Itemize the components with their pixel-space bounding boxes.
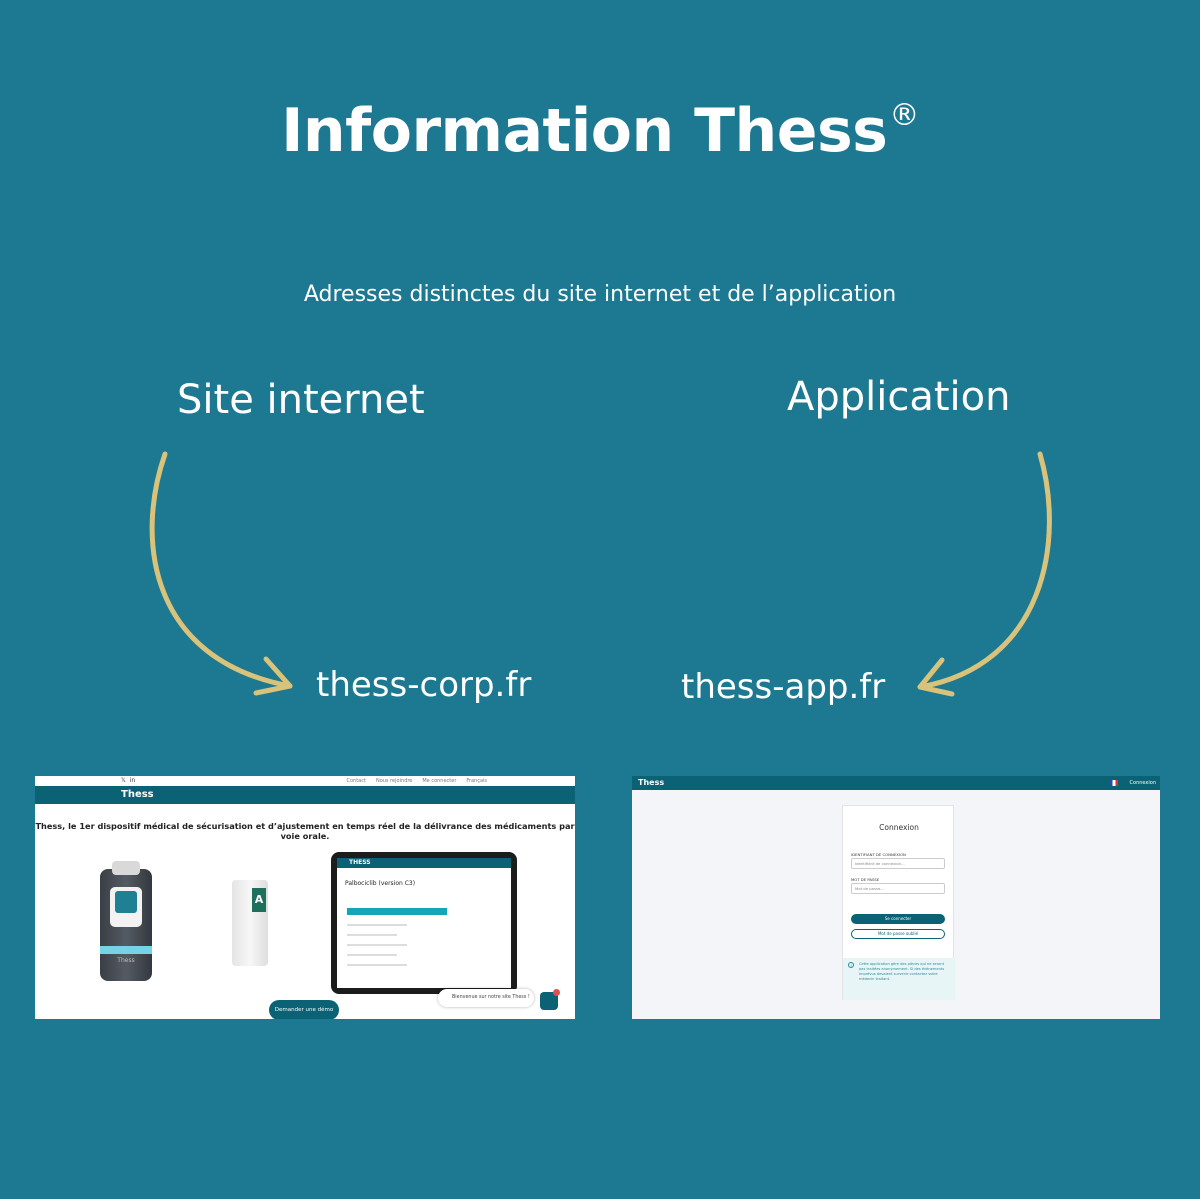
id-input[interactable]: Identifiant de connexion... [851, 858, 945, 869]
login-card: Connexion IDENTIFIANT DE CONNEXION Ident… [842, 805, 955, 1000]
topbar-link-language[interactable]: Français [466, 778, 487, 784]
application-label: Application [787, 374, 1011, 420]
app-screenshot: Thess Connexion Connexion IDENTIFIANT DE… [632, 776, 1160, 1019]
chat-button[interactable] [540, 992, 558, 1010]
login-button[interactable]: Se connecter [851, 914, 945, 924]
thess-device-image: Thess [100, 861, 152, 981]
app-domain[interactable]: thess-app.fr [681, 667, 886, 707]
info-icon: i [848, 962, 854, 968]
password-label: MOT DE PASSE [851, 877, 880, 882]
pill-box-letter: A [252, 888, 266, 912]
website-topbar: 𝕏 in Contact Nous rejoindre Me connecter… [35, 776, 575, 786]
device-logo: Thess [117, 957, 135, 964]
info-notice: i Cette application gère des pièces qui … [843, 958, 955, 1000]
left-arrowhead-icon [253, 656, 293, 696]
id-label: IDENTIFIANT DE CONNEXION [851, 852, 906, 857]
tablet-title: Palbociclib (version C3) [345, 880, 416, 887]
chat-notification-badge [553, 989, 560, 996]
social-icons[interactable]: 𝕏 in [121, 777, 136, 784]
page-subtitle: Adresses distinctes du site internet et … [303, 282, 897, 307]
french-flag-icon[interactable] [1110, 780, 1118, 786]
topbar-link-join[interactable]: Nous rejoindre [375, 778, 413, 784]
tablet-image: THESS Palbociclib (version C3) [331, 852, 517, 994]
header-login-link[interactable]: Connexion [1129, 780, 1156, 786]
right-arrowhead-icon [917, 657, 955, 697]
tablet-brand: THESS [349, 859, 371, 866]
page-title: Information Thess® [281, 96, 919, 166]
topbar-link-contact[interactable]: Contact [346, 778, 366, 784]
website-brand[interactable]: Thess [121, 789, 154, 800]
login-title: Connexion [879, 823, 919, 832]
password-input[interactable]: Mot de passe... [851, 883, 945, 894]
website-tagline: Thess, le 1er dispositif médical de sécu… [35, 821, 575, 841]
website-screenshot: 𝕏 in Contact Nous rejoindre Me connecter… [35, 776, 575, 1019]
app-header: Thess Connexion [632, 776, 1160, 790]
left-arrow-icon [149, 451, 293, 689]
topbar-link-login[interactable]: Me connecter [422, 778, 457, 784]
info-text: Cette application gère des pièces qui ne… [859, 962, 945, 981]
website-header: Thess [35, 786, 575, 804]
forgot-password-button[interactable]: Mot de passe oublié [851, 929, 945, 939]
chat-bubble[interactable]: Bienvenue sur notre site Thess ! [438, 989, 534, 1007]
site-internet-label: Site internet [177, 377, 425, 423]
app-brand[interactable]: Thess [638, 778, 665, 787]
right-arrow-icon [917, 451, 1052, 690]
site-domain[interactable]: thess-corp.fr [316, 665, 532, 705]
pill-box-image: A [232, 880, 268, 966]
request-demo-button[interactable]: Demander une démo [269, 1000, 339, 1019]
